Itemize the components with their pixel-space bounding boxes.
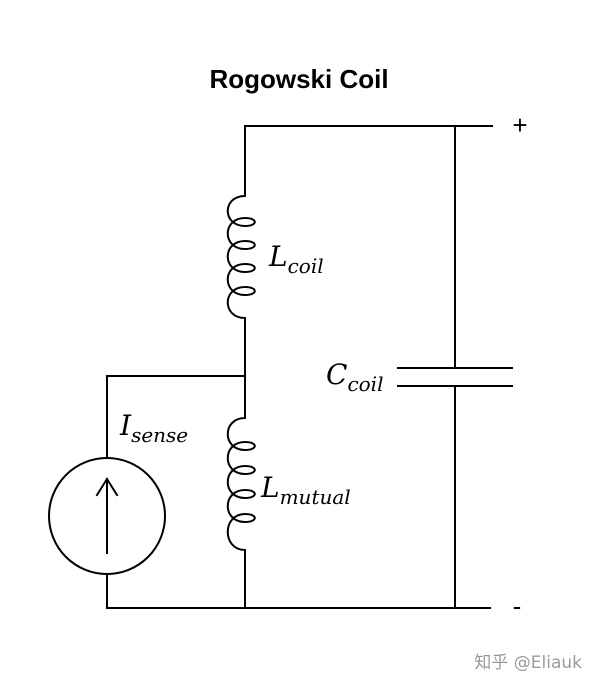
l-mutual-inductor-symbol <box>226 416 256 552</box>
c-coil-symbol: C <box>326 358 347 391</box>
i-sense-label: Isense <box>119 409 188 447</box>
negative-terminal-label: - <box>513 591 522 621</box>
l-coil-subscript: coil <box>288 254 324 278</box>
l-coil-label: Lcoil <box>268 240 324 278</box>
positive-terminal-label: + <box>512 110 527 140</box>
l-mutual-subscript: mutual <box>280 485 351 509</box>
l-coil-inductor-symbol <box>226 194 256 320</box>
current-source-circle <box>48 457 166 575</box>
l-mutual-label: Lmutual <box>260 471 351 509</box>
l-coil-symbol: L <box>268 240 288 273</box>
diagram-title: Rogowski Coil <box>209 64 388 94</box>
c-coil-subscript: coil <box>347 372 383 396</box>
current-source-arrow-icon <box>95 477 119 554</box>
watermark-text: 知乎 @Eliauk <box>474 653 582 673</box>
c-coil-label: Ccoil <box>326 358 383 396</box>
i-sense-symbol: I <box>119 409 132 442</box>
l-mutual-symbol: L <box>260 471 280 504</box>
i-sense-subscript: sense <box>131 423 188 447</box>
